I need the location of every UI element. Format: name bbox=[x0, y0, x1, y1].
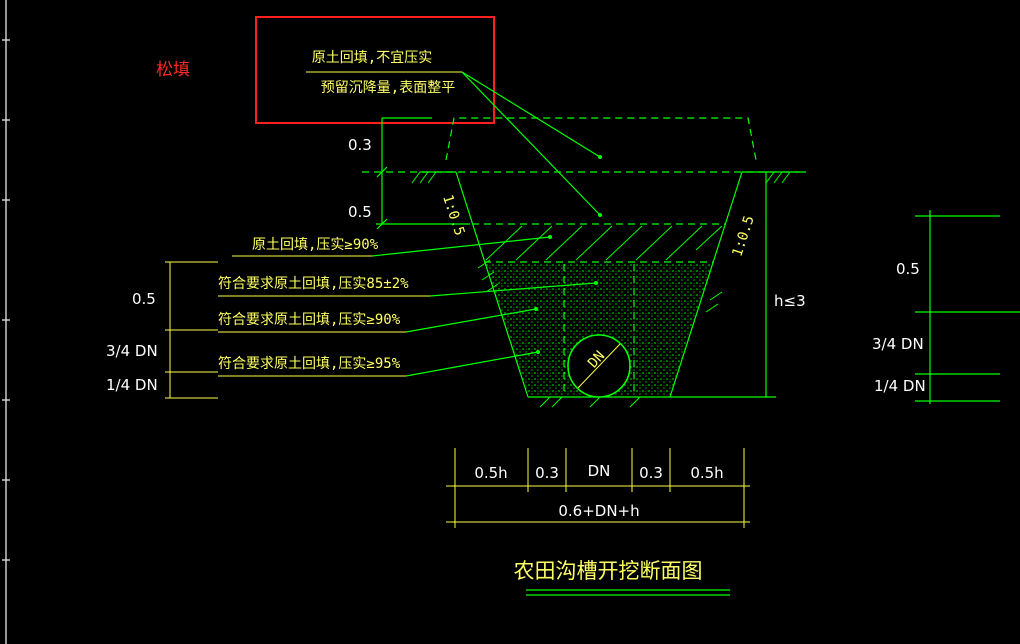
left-ruler bbox=[2, 0, 10, 644]
layer-label-2: 符合要求原土回填,压实85±2% bbox=[218, 276, 409, 292]
bottom-dim-5: 0.5h bbox=[690, 464, 723, 482]
top-note-line2: 预留沉降量,表面整平 bbox=[321, 80, 455, 96]
right-dim-a: 0.5 bbox=[896, 260, 920, 278]
dim-top-b: 0.5 bbox=[348, 203, 372, 221]
layer-label-3: 符合要求原土回填,压实≥90% bbox=[218, 312, 401, 328]
bottom-dim-3: DN bbox=[588, 462, 611, 480]
dim-top-a: 0.3 bbox=[348, 136, 372, 154]
dim-layer-b: 3/4 DN bbox=[106, 342, 158, 360]
left-layer-dims bbox=[165, 261, 218, 399]
right-dim-b: 3/4 DN bbox=[872, 335, 924, 353]
bottom-dim-total: 0.6+DN+h bbox=[558, 502, 639, 520]
highlight-box bbox=[255, 16, 495, 124]
depth-label: h≤3 bbox=[774, 292, 806, 310]
dim-layer-c: 1/4 DN bbox=[106, 376, 158, 394]
hatched-layer bbox=[472, 223, 726, 263]
ground-surface bbox=[411, 171, 806, 184]
bottom-dims bbox=[446, 448, 750, 528]
right-depth-dim bbox=[670, 172, 776, 398]
slope-label-left: 1:0.5 bbox=[439, 193, 467, 238]
note-leaders bbox=[461, 71, 602, 217]
loose-fill-annotation: 松填 bbox=[156, 60, 190, 80]
left-top-dims bbox=[376, 118, 470, 230]
slope-label-right: 1:0.5 bbox=[729, 214, 757, 259]
right-dim-c: 1/4 DN bbox=[874, 377, 926, 395]
dotted-backfill bbox=[486, 264, 712, 396]
bottom-dim-4: 0.3 bbox=[639, 464, 663, 482]
layer-label-4: 符合要求原土回填,压实≥95% bbox=[218, 356, 401, 372]
right-layer-dims bbox=[915, 210, 1020, 404]
bottom-dim-2: 0.3 bbox=[535, 464, 559, 482]
dim-layer-a: 0.5 bbox=[132, 290, 156, 308]
layer-label-1: 原土回填,压实≥90% bbox=[252, 237, 379, 253]
layer-leaders bbox=[218, 235, 598, 377]
drawing-title: 农田沟槽开挖断面图 bbox=[514, 559, 703, 583]
top-note-line1: 原土回填,不宜压实 bbox=[312, 50, 432, 66]
bottom-dim-1: 0.5h bbox=[474, 464, 507, 482]
pipe bbox=[567, 334, 631, 398]
